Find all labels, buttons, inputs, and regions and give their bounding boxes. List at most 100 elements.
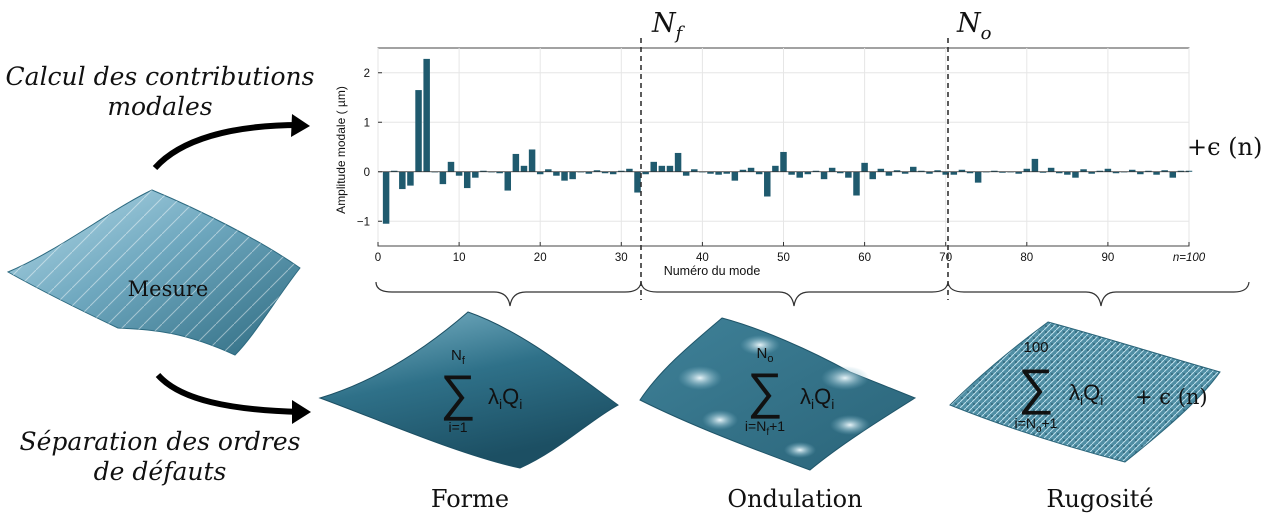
x-tick-label: n=100 xyxy=(1173,252,1206,264)
bar xyxy=(788,171,795,175)
bar xyxy=(820,171,828,180)
bar xyxy=(926,171,933,174)
bar xyxy=(1088,171,1095,174)
y-tick-label: 1 xyxy=(364,117,370,129)
brace-ondulation xyxy=(640,281,949,307)
bar xyxy=(1080,169,1087,172)
bar xyxy=(804,171,812,175)
bar xyxy=(1023,168,1031,172)
bar xyxy=(1047,167,1055,172)
ondulation-surface xyxy=(639,317,917,471)
x-tick-label: 0 xyxy=(375,252,381,264)
svg-text:No: No xyxy=(757,345,774,365)
rugosite-formula: 100 ∑ i=No+1 λiQi + ϵ (n) xyxy=(1015,339,1208,435)
x-tick-label: 10 xyxy=(453,252,466,264)
bar xyxy=(447,161,455,172)
bar xyxy=(796,171,803,178)
bar xyxy=(682,171,690,176)
bar xyxy=(650,161,657,172)
y-tick-label: −1 xyxy=(357,216,370,228)
bar xyxy=(958,169,966,172)
bar xyxy=(1153,171,1160,175)
svg-text:100: 100 xyxy=(1023,339,1048,356)
bar xyxy=(731,171,739,181)
bar xyxy=(561,171,568,181)
bar xyxy=(885,171,893,176)
bar xyxy=(1137,171,1144,175)
bar xyxy=(601,171,609,174)
bar xyxy=(666,165,674,172)
bar xyxy=(545,169,552,172)
bar xyxy=(658,165,666,172)
bar xyxy=(1031,158,1039,172)
bar xyxy=(918,170,925,172)
bar xyxy=(942,171,949,175)
x-tick-label: 50 xyxy=(777,252,790,264)
bar xyxy=(764,171,771,197)
bar xyxy=(950,171,958,175)
arrow-up xyxy=(152,122,301,171)
bar xyxy=(1055,171,1063,174)
bar xyxy=(991,170,998,172)
bar xyxy=(1072,171,1079,178)
bar xyxy=(901,171,909,174)
bar xyxy=(390,170,398,172)
bar xyxy=(837,171,844,174)
bar xyxy=(618,170,625,172)
svg-text:λiQi: λiQi xyxy=(488,384,522,412)
bar xyxy=(1015,171,1022,174)
bar xyxy=(512,153,520,172)
bar xyxy=(715,171,722,175)
bar xyxy=(1096,170,1104,172)
bar xyxy=(536,171,544,175)
bar xyxy=(553,171,560,176)
bar xyxy=(828,167,836,172)
x-axis-label: Numéro du mode xyxy=(664,264,761,278)
forme-sum-symbol: ∑ xyxy=(440,365,476,421)
svg-text:i=Nf+1: i=Nf+1 xyxy=(745,418,785,438)
x-tick-label: 70 xyxy=(939,252,952,264)
x-tick-label: 20 xyxy=(534,252,547,264)
x-tick-label: 30 xyxy=(615,252,628,264)
bar xyxy=(723,171,730,174)
bar xyxy=(853,171,860,196)
bar xyxy=(593,170,601,172)
rugosite-surface xyxy=(949,321,1221,463)
bar xyxy=(528,149,536,172)
bar xyxy=(569,171,576,180)
svg-text:Nf: Nf xyxy=(451,347,466,367)
bar xyxy=(496,171,503,174)
bar xyxy=(1104,168,1112,172)
bars-layer xyxy=(382,58,1193,224)
bar xyxy=(480,170,487,172)
no-label: No xyxy=(956,8,992,44)
y-tick-label: 0 xyxy=(364,167,370,179)
bar xyxy=(439,171,447,185)
bar xyxy=(893,170,901,172)
bar xyxy=(415,90,422,172)
x-tick-label: 40 xyxy=(696,252,709,264)
bar xyxy=(407,171,414,186)
bar xyxy=(642,171,649,175)
bar xyxy=(423,58,430,172)
bar xyxy=(691,169,698,172)
bar xyxy=(812,170,820,172)
arrow-down-head xyxy=(292,400,311,424)
bar xyxy=(755,171,763,175)
separation-label-line2: de défauts xyxy=(93,457,227,486)
bar xyxy=(455,171,463,176)
bar xyxy=(472,171,479,178)
calc-label-line1: Calcul des contributions xyxy=(5,62,315,91)
ondulation-formula: No ∑ i=Nf+1 λiQi xyxy=(745,345,834,438)
epsilon-label: +ϵ (n) xyxy=(1187,133,1262,161)
bar xyxy=(861,162,868,172)
bar xyxy=(780,151,787,172)
bar xyxy=(399,171,406,190)
svg-text:i=No+1: i=No+1 xyxy=(1015,415,1058,435)
brace-rugosite xyxy=(947,281,1250,307)
y-axis-label: Amplitude modale ( µm) xyxy=(334,86,348,214)
forme-surface xyxy=(318,311,619,469)
bar xyxy=(1177,170,1185,172)
caption-forme: Forme xyxy=(430,485,510,513)
